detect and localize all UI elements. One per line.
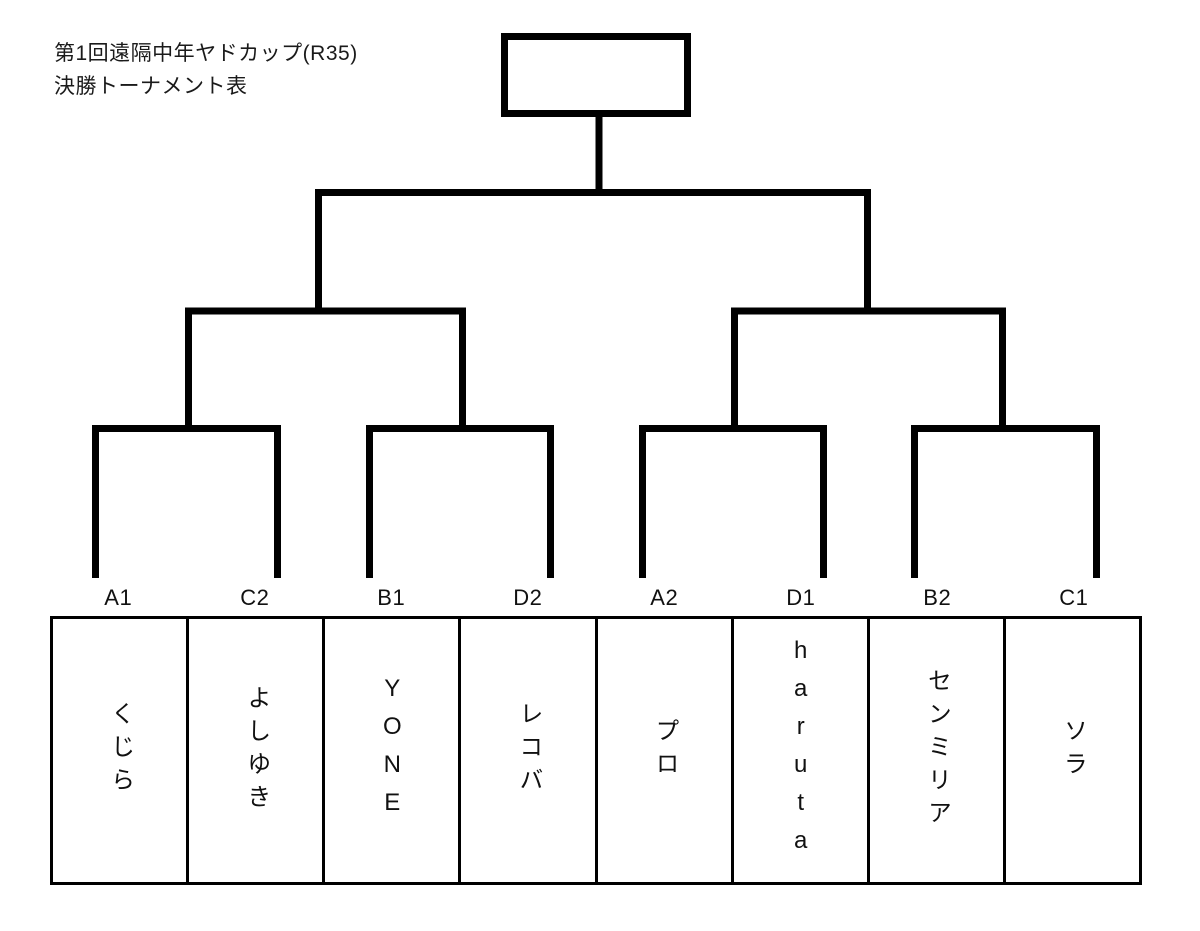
champion-box[interactable] bbox=[501, 33, 691, 117]
entrant-name-d2: レコバ bbox=[514, 701, 542, 800]
seed-label-a2: A2 bbox=[650, 585, 679, 610]
entrant-name-d1: haruta bbox=[787, 636, 815, 865]
entrant-names-table: くじら よしゆき YONE レコバ プロ haruta センミリア ソラ bbox=[50, 616, 1142, 885]
seed-label-b2: B2 bbox=[923, 585, 952, 610]
seed-label-b1: B1 bbox=[377, 585, 406, 610]
entrant-name-a1: くじら bbox=[106, 701, 134, 800]
seed-label-d2: D2 bbox=[513, 585, 543, 610]
title-line-1: 第1回遠隔中年ヤドカップ(R35) bbox=[54, 42, 358, 65]
entrant-name-b2: センミリア bbox=[923, 668, 951, 833]
entrant-cell-a1[interactable]: くじら bbox=[53, 619, 190, 882]
entrant-cell-c1[interactable]: ソラ bbox=[1006, 619, 1139, 882]
seed-label-a1: A1 bbox=[104, 585, 133, 610]
entrant-cell-d1[interactable]: haruta bbox=[734, 619, 870, 882]
entrant-cell-b1[interactable]: YONE bbox=[325, 619, 462, 882]
entrant-cell-d2[interactable]: レコバ bbox=[461, 619, 598, 882]
entrant-name-b1: YONE bbox=[378, 674, 406, 827]
page-title: 第1回遠隔中年ヤドカップ(R35) 決勝トーナメント表 bbox=[54, 38, 358, 103]
entrant-name-a2: プロ bbox=[651, 717, 679, 784]
seed-label-d1: D1 bbox=[786, 585, 816, 610]
champion-name[interactable] bbox=[505, 37, 687, 113]
seed-label-c2: C2 bbox=[240, 585, 270, 610]
entrant-name-c2: よしゆき bbox=[242, 684, 270, 817]
seed-label-row: A1 C2 B1 D2 A2 D1 B2 C1 bbox=[50, 583, 1142, 613]
entrant-cell-c2[interactable]: よしゆき bbox=[189, 619, 326, 882]
entrant-name-c1: ソラ bbox=[1059, 717, 1087, 784]
entrant-cell-b2[interactable]: センミリア bbox=[870, 619, 1006, 882]
entrant-cell-a2[interactable]: プロ bbox=[598, 619, 734, 882]
seed-label-c1: C1 bbox=[1059, 585, 1089, 610]
title-line-2: 決勝トーナメント表 bbox=[54, 74, 248, 98]
